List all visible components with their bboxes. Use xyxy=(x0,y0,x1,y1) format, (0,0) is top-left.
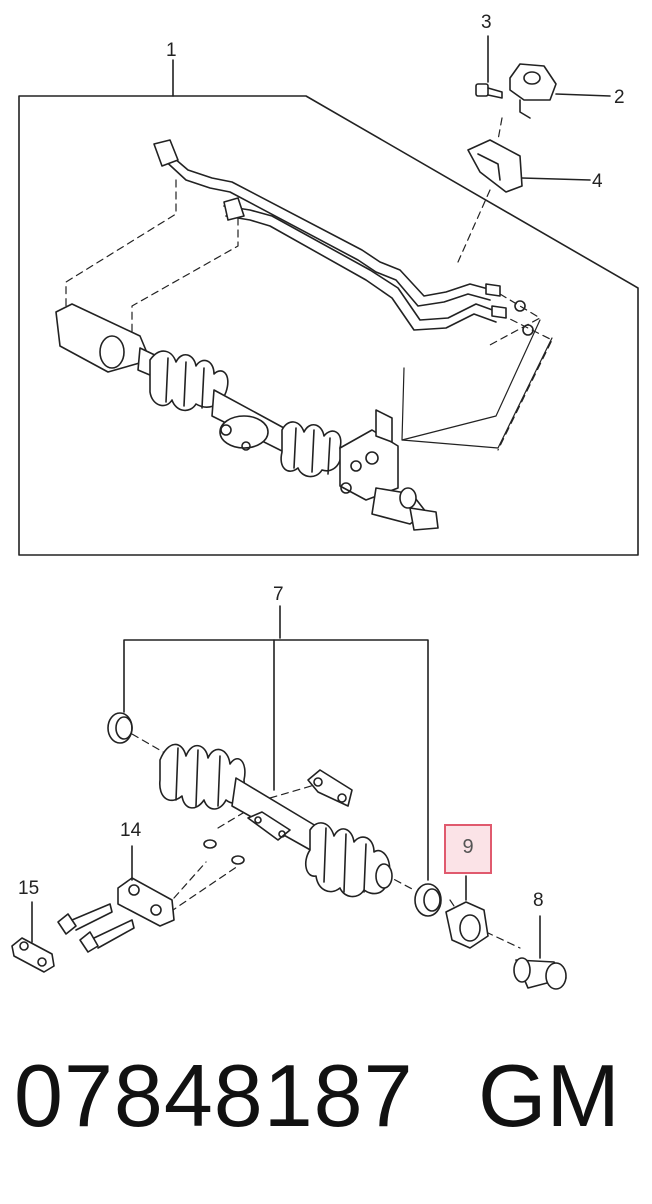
line-guide-box-lower xyxy=(401,337,553,449)
grommet-part-4 xyxy=(467,139,591,193)
callout-9: 9 xyxy=(462,836,474,858)
part-number: 07848187 xyxy=(14,1046,414,1145)
assembly-frame xyxy=(18,95,639,556)
dashed-connections-upper xyxy=(65,117,553,451)
bolts xyxy=(57,903,135,953)
callout-8: 8 xyxy=(533,890,544,911)
bracket-part-2 xyxy=(509,63,611,119)
highlight-box-part-9 xyxy=(444,824,492,874)
callout-3: 3 xyxy=(481,12,492,33)
pipe-line-a xyxy=(159,145,493,307)
mounting-tabs xyxy=(247,811,291,841)
callout-4: 4 xyxy=(592,171,603,192)
gasket-part-15 xyxy=(11,901,55,973)
line-guide-box-upper xyxy=(401,319,541,441)
callout-14: 14 xyxy=(120,820,142,841)
pipe-fittings xyxy=(153,139,534,336)
callout-2: 2 xyxy=(614,87,625,108)
rack-assembly-lower xyxy=(159,743,393,898)
callout-7-bracket xyxy=(123,605,429,881)
o-ring-right xyxy=(414,883,442,917)
rack-clamp-bracket xyxy=(307,769,353,807)
rack-housing-upper xyxy=(55,303,439,531)
pipe-line-b xyxy=(223,205,499,331)
bolt-part-3 xyxy=(475,35,503,99)
pin-part-8 xyxy=(513,915,567,990)
mount-plate-part-14 xyxy=(117,845,175,927)
callout-15: 15 xyxy=(18,878,39,899)
o-ring-left xyxy=(107,712,133,744)
bushing-part-9 xyxy=(445,875,489,949)
washers xyxy=(203,839,245,865)
callout-7: 7 xyxy=(273,584,284,605)
brand-label: GM xyxy=(478,1046,620,1145)
callout-1: 1 xyxy=(166,40,177,61)
